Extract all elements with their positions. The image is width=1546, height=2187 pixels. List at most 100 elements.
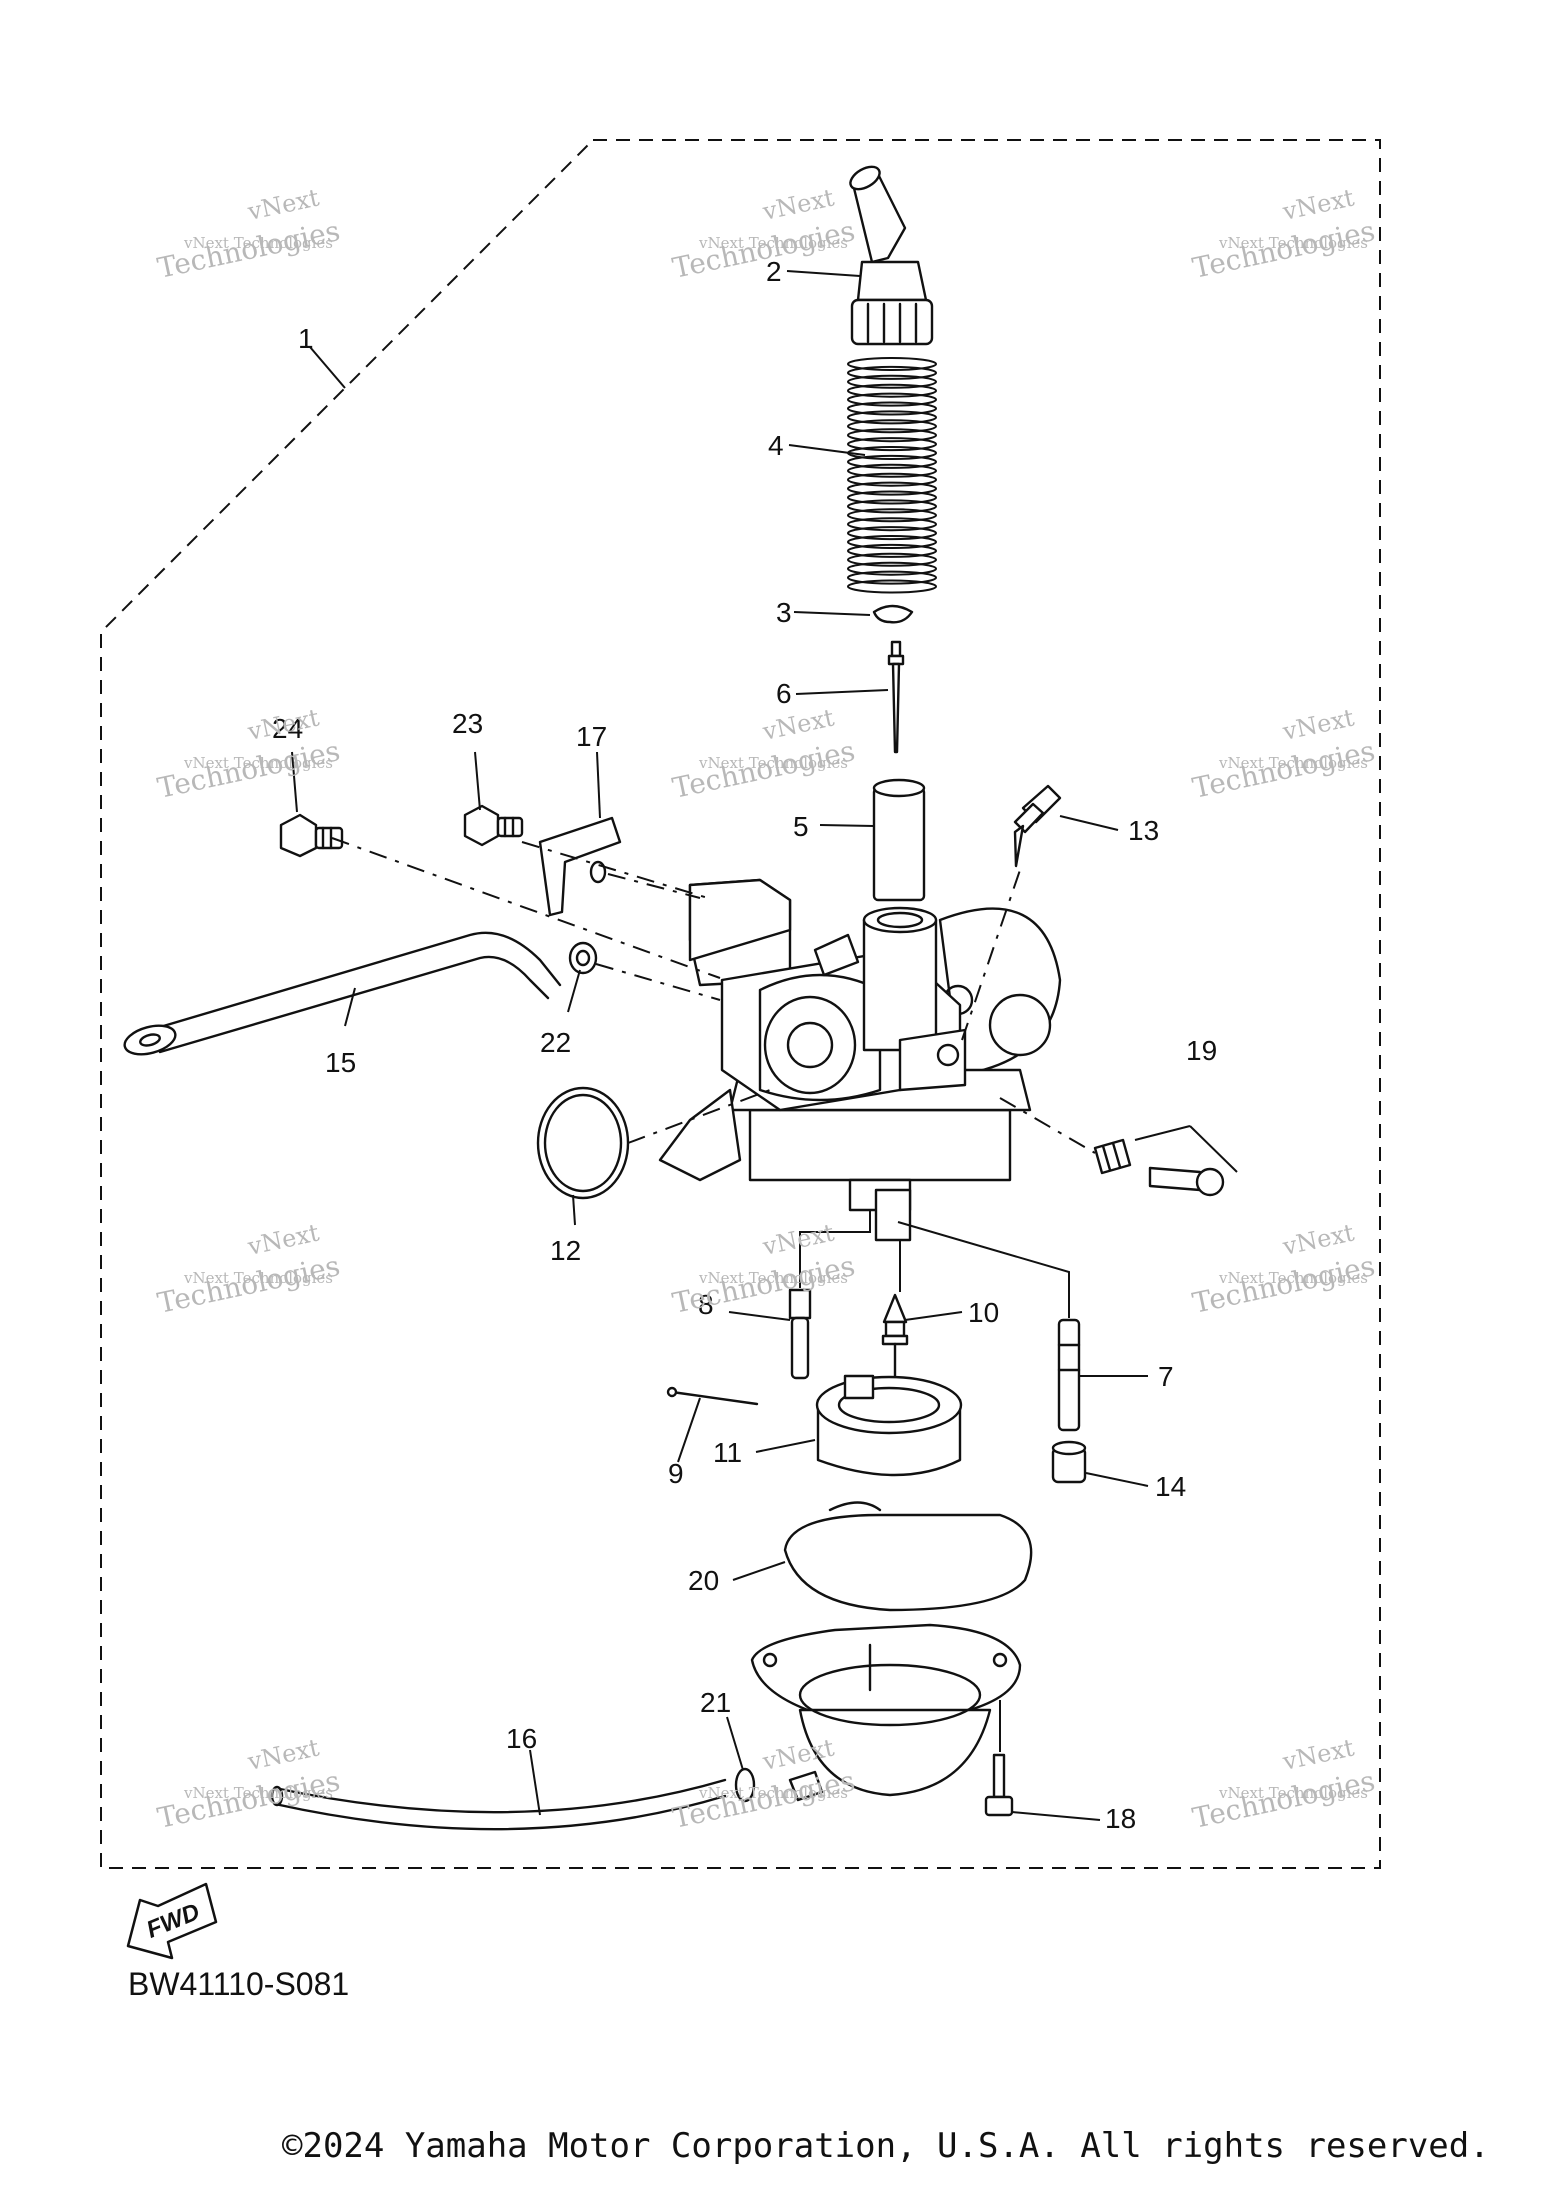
carburetor-body [658, 878, 1062, 1242]
part-label-13: 13 [1128, 815, 1159, 846]
part-label-16: 16 [506, 1723, 537, 1754]
centerline-7 [897, 1221, 1070, 1318]
watermark-text: Technologies [1190, 1249, 1378, 1320]
part-label-6: 6 [776, 678, 792, 709]
assembly-boundary [100, 139, 1381, 1869]
part-label-24: 24 [272, 713, 303, 744]
spring-coil [847, 490, 937, 505]
part-label-14: 14 [1155, 1471, 1186, 1502]
part-23-plug [463, 804, 524, 847]
watermark-text: vNext Technologies [183, 1269, 333, 1287]
watermark-text: Technologies [670, 1764, 858, 1835]
spring-coil [847, 463, 937, 478]
part-19-throttle-stop-screw [1093, 1138, 1225, 1197]
watermark-text: vNext Technologies [1218, 1269, 1368, 1287]
part-15-pipe [123, 931, 562, 1056]
spring-coil [847, 437, 937, 452]
watermark-text: Technologies [155, 214, 343, 285]
spring-coil [847, 552, 937, 567]
centerline-12 [627, 1089, 771, 1144]
part-21-clip [734, 1767, 756, 1803]
diagram-code: BW41110-S081 [128, 1966, 350, 2002]
part-8-pilot-jet [788, 1288, 812, 1380]
centerline-23 [521, 841, 709, 899]
watermark-text: vNext Technologies [183, 754, 333, 772]
spring-coil [847, 579, 937, 594]
watermark-text: vNext Technologies [698, 234, 848, 252]
spring-coil [847, 570, 937, 585]
part-label-8: 8 [698, 1289, 714, 1320]
spring-coil [847, 410, 937, 425]
part-label-15: 15 [325, 1047, 356, 1078]
centerline-19 [999, 1097, 1096, 1154]
watermark-text: Technologies [670, 1249, 858, 1320]
spring-coil [847, 561, 937, 576]
spring-coil [847, 454, 937, 469]
copyright-notice: ©2024 Yamaha Motor Corporation, U.S.A. A… [282, 2126, 1490, 2166]
part-label-12: 12 [550, 1235, 581, 1266]
part-18-screw [984, 1753, 1014, 1817]
forward-arrow-icon: FWD [126, 1882, 218, 1960]
watermark-text: vNext Technologies [698, 754, 848, 772]
part-label-22: 22 [540, 1027, 571, 1058]
float-bowl [750, 1623, 1022, 1802]
watermark-text: Technologies [1190, 734, 1378, 805]
spring-coil [847, 543, 937, 558]
spring-coil [847, 499, 937, 514]
part-2-mixing-chamber-top [849, 165, 934, 346]
part-label-18: 18 [1105, 1803, 1136, 1834]
part-12-o-ring [536, 1086, 630, 1200]
part-label-1: 1 [298, 323, 314, 354]
centerline-22 [595, 963, 721, 1001]
leader-1 [309, 346, 346, 389]
part-13-air-screw [1013, 784, 1062, 868]
spring-coil [847, 401, 937, 416]
part-20-gasket [783, 1501, 1033, 1612]
watermark-text: Technologies [155, 734, 343, 805]
watermark-text: vNext Technologies [698, 1784, 848, 1802]
centerline-17 [607, 873, 701, 899]
watermark-text: vNext Technologies [183, 1784, 333, 1802]
spring-coil [847, 357, 937, 371]
part-label-23: 23 [452, 708, 483, 739]
leader-lines [291, 270, 1238, 1821]
part-label-4: 4 [768, 430, 784, 461]
centerline-8 [799, 1210, 871, 1288]
spring-coil [847, 472, 937, 487]
centerline-24 [331, 837, 721, 979]
part-24-plug [279, 813, 344, 858]
spring-coil [847, 383, 937, 398]
watermark-text: Technologies [670, 734, 858, 805]
part-label-7: 7 [1158, 1361, 1174, 1392]
spring-coil [847, 392, 937, 407]
part-label-21: 21 [700, 1687, 731, 1718]
centerline-13 [961, 869, 1021, 1041]
spring-coil [847, 374, 937, 389]
part-label-19: 19 [1186, 1035, 1217, 1066]
part-label-2: 2 [766, 256, 782, 287]
spring-coil [847, 428, 937, 443]
part-6-jet-needle [887, 640, 905, 754]
watermark-text: vNext Technologies [1218, 234, 1368, 252]
spring-coil [847, 526, 937, 541]
spring-coil [847, 535, 937, 549]
part-label-9: 9 [668, 1458, 684, 1489]
watermark-text: vNext Technologies [698, 1269, 848, 1287]
part-label-20: 20 [688, 1565, 719, 1596]
part-label-10: 10 [968, 1297, 999, 1328]
part-16-drain-hose [270, 1778, 727, 1831]
watermark-text: Technologies [155, 1764, 343, 1835]
watermark-text: vNext Technologies [183, 234, 333, 252]
